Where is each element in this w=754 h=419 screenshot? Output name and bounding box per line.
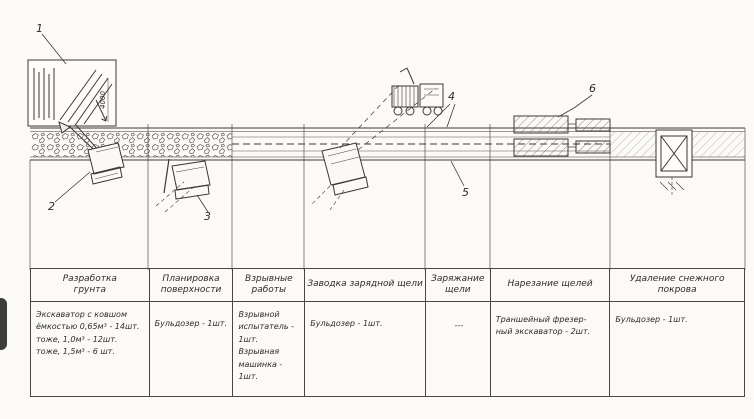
column-3-header: Взрывные работы: [233, 269, 305, 302]
callout-6-group: 6: [557, 82, 596, 118]
callout-4-group: 4: [426, 90, 456, 128]
scan-artifact: [0, 298, 7, 350]
callout-1-group: 1: [36, 22, 67, 65]
column-7-header: Удаление снежного покрова: [610, 269, 744, 302]
column-6-content: Траншейный фрезер- ный экскаватор - 2шт.: [495, 315, 591, 337]
charging-rig-icon: [391, 67, 444, 116]
dimension-4000: 4000: [99, 78, 109, 122]
callout-4: 4: [448, 90, 455, 103]
column-1-header: Разработка грунта: [31, 269, 149, 302]
column-6-header: Нарезание щелей: [490, 269, 610, 302]
callout-2: 2: [48, 200, 55, 213]
column-slot-cutting: Нарезание щелей Траншейный фрезер- ный э…: [489, 269, 610, 396]
callout-3: 3: [204, 210, 211, 223]
column-3-content: Взрывной испытатель - 1шт. Взрывная маши…: [238, 310, 294, 381]
callout-1: 1: [36, 22, 43, 35]
dimension-label: 4000: [99, 91, 107, 109]
callout-5-group: 5: [450, 160, 469, 199]
bulldozer-icon: [155, 158, 211, 213]
technical-drawing: 4000 1 2: [27, 22, 746, 270]
column-7-content: Бульдозер - 1шт.: [615, 315, 688, 324]
excavator-icon: [58, 121, 125, 185]
excavation-face-icon: [27, 59, 117, 127]
column-2-content: Бульдозер - 1шт.: [154, 319, 227, 328]
rubble-texture: [31, 132, 232, 157]
callout-2-group: 2: [48, 171, 91, 213]
column-4-content: Бульдозер - 1шт.: [310, 319, 383, 328]
column-1-content: Экскаватор с ковшом ёмкостью 0,65м³ - 14…: [36, 310, 140, 357]
column-slot-charging: Заряжание щели ---: [424, 269, 490, 396]
callout-6: 6: [589, 82, 596, 95]
trench-cutter-icon: [513, 115, 611, 157]
column-soil-excavation: Разработка грунта Экскаватор с ковшом ём…: [31, 269, 149, 396]
column-2-header: Планировка поверхности: [149, 269, 233, 302]
snow-removal-machine-icon: [655, 129, 693, 196]
column-snow-removal: Удаление снежного покрова Бульдозер - 1ш…: [609, 269, 744, 396]
ground-strip: [30, 127, 745, 161]
column-blasting-works: Взрывные работы Взрывной испытатель - 1ш…: [232, 269, 305, 396]
operations-table: Разработка грунта Экскаватор с ковшом ём…: [30, 268, 745, 397]
callout-5: 5: [462, 186, 469, 199]
column-4-header: Заводка зарядной щели: [305, 269, 425, 302]
column-5-content: ---: [454, 321, 464, 330]
callout-3-group: 3: [196, 194, 211, 223]
column-5-header: Заряжание щели: [425, 269, 490, 302]
column-surface-grading: Планировка поверхности Бульдозер - 1шт.: [148, 269, 233, 396]
slot-feeding-machine-icon: [309, 83, 437, 211]
column-charge-slot-feeding: Заводка зарядной щели Бульдозер - 1шт.: [304, 269, 425, 396]
